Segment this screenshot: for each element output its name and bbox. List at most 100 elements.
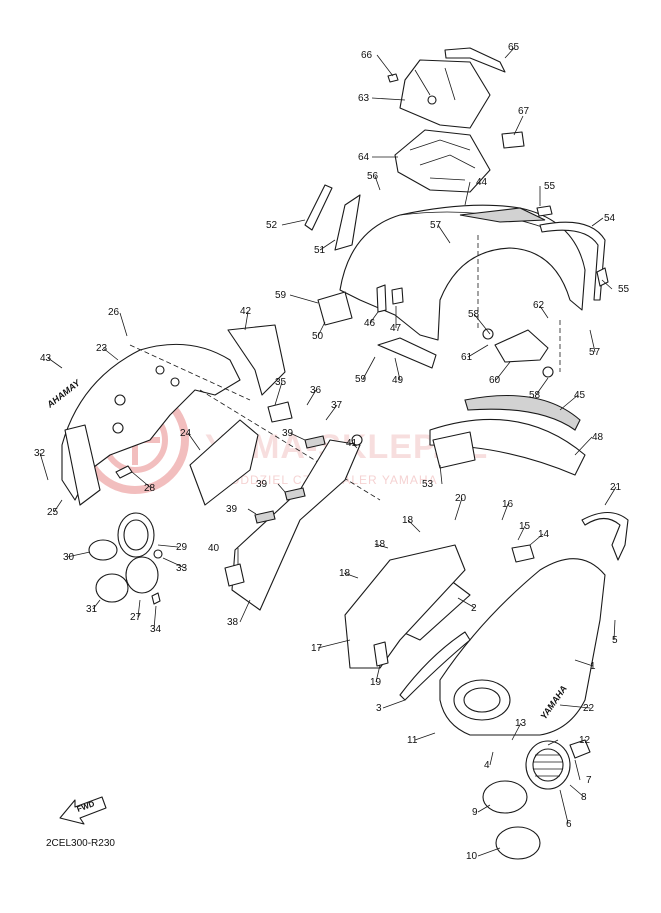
callout-47: 47 (390, 323, 402, 334)
callout-18-upper: 18 (402, 515, 414, 526)
tail-lights-group (482, 739, 591, 860)
part-9-lens (482, 780, 528, 814)
callout-40: 40 (208, 543, 220, 554)
callout-23: 23 (96, 343, 108, 354)
part-66-bolt (387, 73, 399, 83)
part-55-label (536, 205, 553, 217)
callout-24: 24 (180, 428, 192, 439)
top-cover-group (387, 47, 525, 193)
callout-5: 5 (612, 635, 618, 646)
callout-36: 36 (310, 385, 322, 396)
part-55-label-b (596, 267, 609, 287)
part-64-bracket (394, 129, 491, 193)
part-35-bracket (267, 401, 293, 423)
callout-62: 62 (533, 300, 545, 311)
reference-code: 2CEL300-R230 (46, 838, 115, 849)
callout-32: 32 (34, 448, 46, 459)
part-60-bracket (494, 329, 549, 363)
callout-29: 29 (176, 542, 188, 553)
callout-39-middle: 39 (256, 479, 268, 490)
callout-63: 63 (358, 93, 370, 104)
callout-66: 66 (361, 50, 373, 61)
part-63-cover (399, 59, 491, 129)
part-31-lens (95, 573, 129, 603)
part-47-label (391, 287, 404, 305)
callout-1: 1 (590, 661, 596, 672)
callout-18-lower: 18 (339, 568, 351, 579)
callout-55-upper: 55 (544, 181, 556, 192)
part-58-collar (482, 328, 494, 340)
part-58-collar-b (542, 366, 554, 378)
callout-44: 44 (476, 177, 488, 188)
callout-20: 20 (455, 493, 467, 504)
callout-50: 50 (312, 331, 324, 342)
part-3-strip (399, 631, 471, 701)
callout-58-lower: 58 (529, 390, 541, 401)
callout-31: 31 (86, 604, 98, 615)
callout-61: 61 (461, 352, 473, 363)
part-34-clip (151, 592, 161, 605)
inner-panels-group (189, 401, 363, 611)
callout-26: 26 (108, 307, 120, 318)
brand-mark-reversed: AHAMAY (44, 377, 82, 410)
callout-12: 12 (579, 735, 591, 746)
part-65-bracket (444, 47, 506, 73)
part-39-tape-b (284, 487, 306, 501)
callout-4: 4 (484, 760, 490, 771)
part-39-tape (304, 435, 326, 449)
part-42-bracket (227, 324, 286, 396)
callout-28: 28 (144, 483, 156, 494)
callout-9: 9 (472, 807, 478, 818)
callout-43: 43 (40, 353, 52, 364)
callout-39-upper: 39 (282, 428, 294, 439)
part-25-stay (64, 424, 101, 506)
callout-57-upper: 57 (430, 220, 442, 231)
callout-64: 64 (358, 152, 370, 163)
callout-19: 19 (370, 677, 382, 688)
callout-18-middle: 18 (374, 539, 386, 550)
part-24-panel (189, 419, 259, 506)
part-10-lens (495, 826, 541, 860)
callout-39-lower: 39 (226, 504, 238, 515)
callout-25: 25 (47, 507, 59, 518)
part-54-strip (539, 221, 606, 301)
callout-65: 65 (508, 42, 520, 53)
callout-38: 38 (227, 617, 239, 628)
callout-7: 7 (586, 775, 592, 786)
callout-60: 60 (489, 375, 501, 386)
callout-3: 3 (376, 703, 382, 714)
callout-55-lower: 55 (618, 284, 630, 295)
callout-41: 41 (346, 438, 358, 449)
callout-22: 22 (583, 703, 595, 714)
callout-57-lower: 57 (589, 347, 601, 358)
callout-35: 35 (275, 377, 287, 388)
front-lights-group (88, 465, 163, 605)
callout-27: 27 (130, 612, 142, 623)
part-44-rear-fender (339, 204, 586, 341)
callout-42: 42 (240, 306, 252, 317)
callout-8: 8 (581, 792, 587, 803)
lower-cowl-group: YAMAHA (344, 511, 629, 736)
part-67-label (501, 131, 525, 149)
callout-17: 17 (311, 643, 323, 654)
callout-51: 51 (314, 245, 326, 256)
callout-59-upper: 59 (275, 290, 287, 301)
part-23-cowl (61, 343, 241, 501)
part-40-label (224, 563, 245, 587)
callout-53: 53 (422, 479, 434, 490)
part-14-bracket (511, 544, 535, 563)
callout-14: 14 (538, 529, 550, 540)
callout-49: 49 (392, 375, 404, 386)
part-45-strip (464, 395, 581, 431)
callout-56: 56 (367, 171, 379, 182)
fwd-arrow: FWD (59, 796, 107, 825)
part-53-bracket (432, 431, 476, 469)
callout-37: 37 (331, 400, 343, 411)
part-17-panel (344, 544, 466, 669)
part-50-bracket (317, 291, 353, 326)
part-27-lamp (125, 556, 159, 594)
callout-33: 33 (176, 563, 188, 574)
callout-15: 15 (519, 521, 531, 532)
callout-labels: 66 65 63 67 64 56 44 55 52 54 57 51 55 5… (34, 42, 630, 862)
side-cover-group (429, 395, 586, 476)
